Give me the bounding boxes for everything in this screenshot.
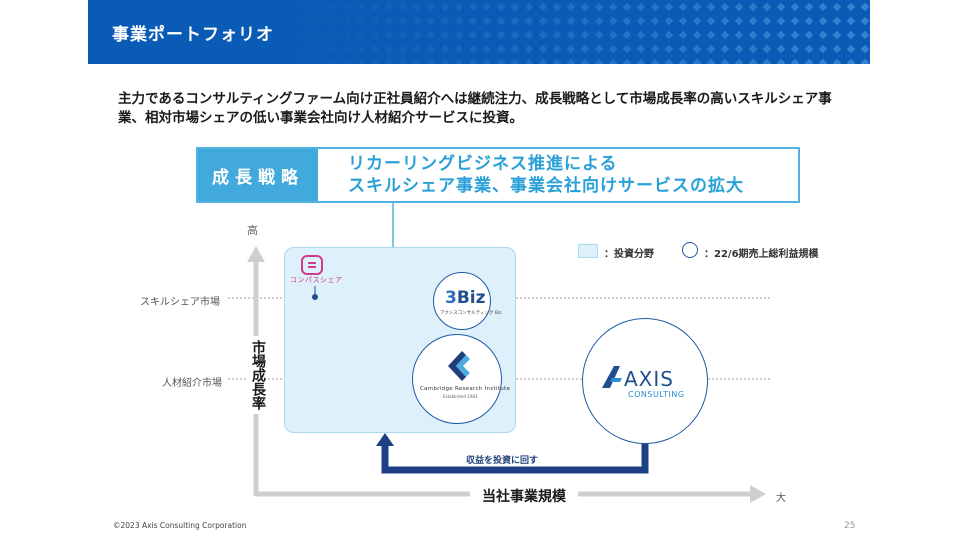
loop-label: 収益を投資に回す	[466, 456, 539, 466]
bubble-cambridge	[412, 334, 502, 424]
biz-logo: 3Biz	[445, 288, 486, 308]
x-axis-label: 当社事業規模	[470, 486, 578, 506]
axis-logo-sub: CONSULTING	[628, 390, 685, 399]
loop-arrow-path	[381, 440, 649, 474]
axis-logo-icon	[602, 366, 622, 388]
strategy-line-2: スキルシェア事業、事業会社向けサービスの拡大	[348, 176, 744, 196]
cambridge-name: Cambridge Research Institute	[420, 386, 511, 392]
bubble-biz	[433, 272, 491, 330]
x-axis-arrow	[750, 485, 766, 503]
cambridge-logo-icon	[448, 351, 470, 381]
biz-logo-text: Biz	[456, 288, 486, 308]
legend-invest-swatch	[578, 244, 598, 258]
cambridge-sub: Established 1983	[443, 394, 478, 399]
legend-circle-icon	[682, 242, 698, 258]
copyright: ©2023 Axis Consulting Corporation	[113, 521, 247, 530]
row-label-skill-share: スキルシェア市場	[140, 297, 220, 308]
conpath-logo-icon	[301, 255, 323, 275]
bubble-axis	[582, 318, 708, 444]
legend-invest-label: ：投資分野	[604, 249, 654, 260]
strategy-line-1: リカーリングビジネス推進による	[348, 154, 618, 174]
x-axis-large: 大	[776, 493, 786, 504]
row-label-jinzai: 人材紹介市場	[162, 378, 222, 389]
conpath-label: コンパスシェア	[290, 276, 343, 284]
strategy-tag: 成長戦略	[198, 149, 318, 201]
header-banner	[88, 0, 870, 64]
legend-size-label: ：22/6期売上総利益規模	[704, 249, 819, 260]
y-axis-arrow	[247, 246, 265, 262]
y-axis-label: 市場成長率	[247, 336, 266, 414]
header-pattern	[88, 0, 870, 64]
y-axis-high: 高	[247, 224, 258, 237]
axis-logo-text: AXIS	[624, 367, 674, 391]
page-title: 事業ポートフォリオ	[112, 25, 274, 45]
page-number: 25	[844, 521, 856, 531]
biz-sub: アクシスコンサルティング Biz	[440, 311, 502, 316]
lead-text: 主力であるコンサルティングファーム向け正社員紹介へは継続注力、成長戦略として市場…	[118, 91, 832, 126]
loop-arrow-head	[376, 433, 394, 446]
strategy-text: リカーリングビジネス推進による スキルシェア事業、事業会社向けサービスの拡大	[348, 153, 744, 197]
